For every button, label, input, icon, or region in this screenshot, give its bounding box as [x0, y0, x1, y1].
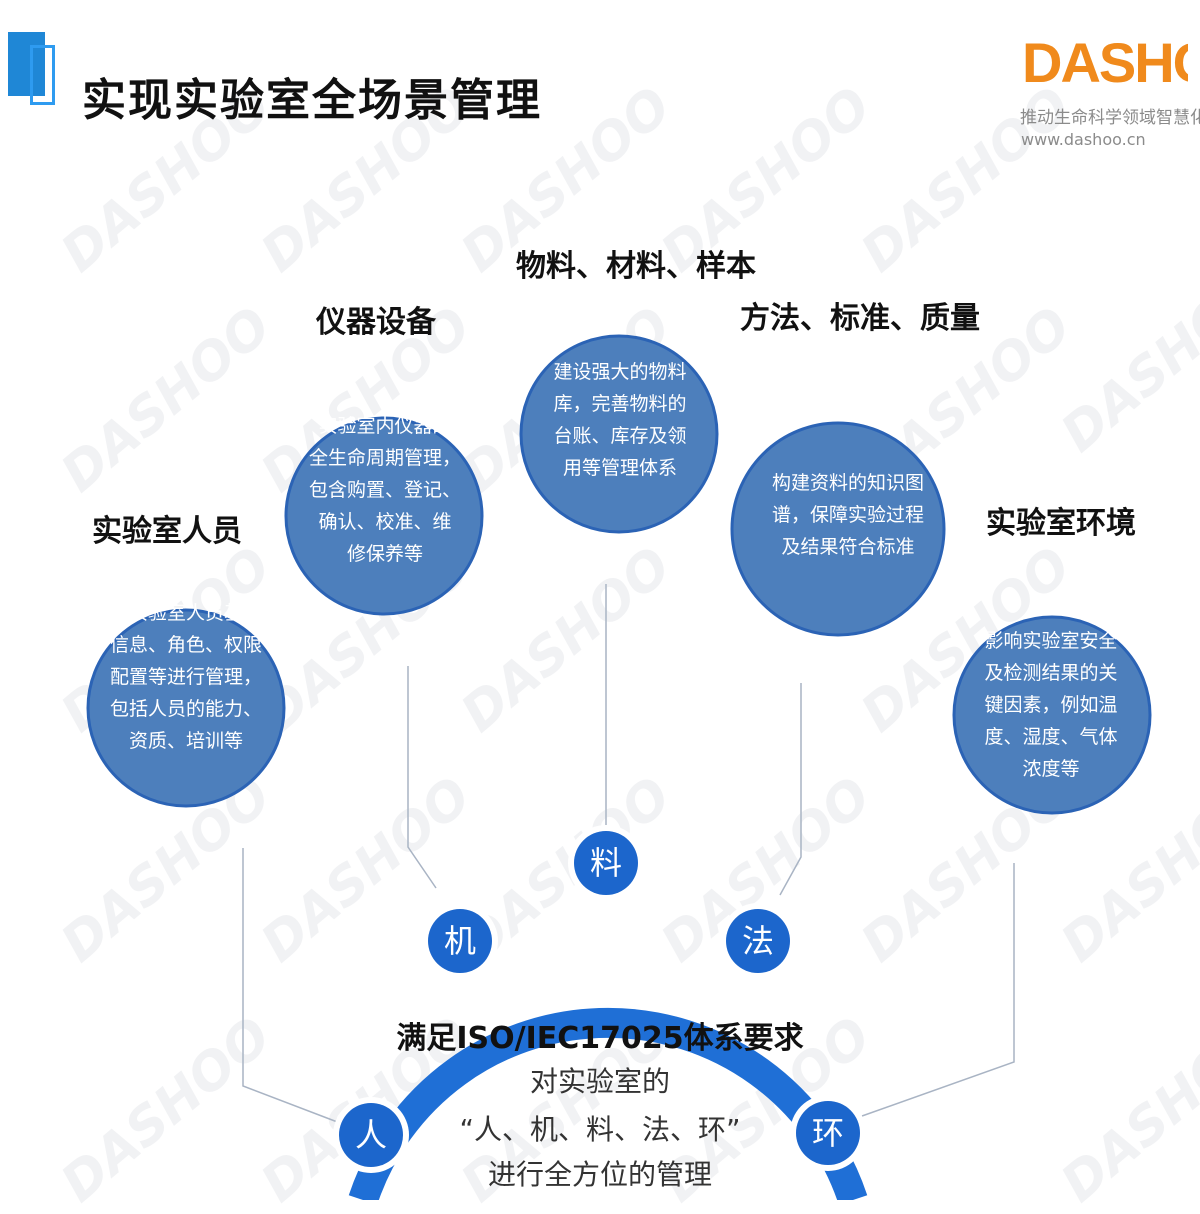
node-environment — [796, 1101, 860, 1165]
title-accent-block — [8, 32, 45, 96]
center-title: 满足ISO/IEC17025体系要求 — [396, 1021, 804, 1056]
node-label-environment: 环 — [811, 1114, 844, 1152]
heading-lab-environment: 实验室环境 — [986, 506, 1136, 541]
node-label-material: 料 — [589, 844, 622, 882]
page-title: 实现实验室全场景管理 — [82, 75, 542, 126]
bubble-people — [86, 608, 286, 808]
bubble-text-personnel: 对实验室人员基本 信息、角色、权限 配置等进行管理， 包括人员的能力、 资质、培… — [109, 602, 262, 752]
node-material — [574, 831, 638, 895]
center-line-3: 进行全方位的管理 — [487, 1158, 712, 1191]
node-machine — [428, 909, 492, 973]
heading-instruments: 仪器设备 — [316, 305, 436, 340]
bubble-environment — [952, 615, 1152, 815]
logo-url: www.dashoo.cn — [1021, 130, 1146, 149]
bubble-machine — [284, 416, 484, 616]
connector-lines — [242, 584, 1015, 1124]
connector-machine — [407, 666, 437, 889]
svg-text:DASHOO: DASHOO — [1022, 31, 1188, 92]
node-label-people: 人 — [354, 1116, 387, 1154]
bubble-method — [730, 421, 946, 637]
bubble-text-materials: 建设强大的物料 库，完善物料的 台账、库存及领 用等管理体系 — [553, 361, 687, 479]
bubble-text-environment: 影响实验室安全 及检测结果的关 键因素，例如温 度、湿度、气体 浓度等 — [984, 630, 1118, 780]
heading-methods: 方法、标准、质量 — [740, 301, 980, 336]
connector-people — [242, 848, 341, 1124]
connector-environment — [861, 863, 1015, 1117]
node-people — [339, 1103, 403, 1167]
node-label-method: 法 — [741, 922, 774, 960]
heading-lab-personnel: 实验室人员 — [92, 514, 242, 549]
bubble-material — [519, 334, 719, 534]
heading-materials: 物料、材料、样本 — [516, 249, 756, 284]
connector-method — [779, 683, 802, 896]
logo-tagline: 推动生命科学领域智慧化发展 — [1020, 108, 1200, 128]
bubble-text-instruments: 实验室内仪器的 全生命周期管理， 包含购置、登记、 确认、校准、维 修保养等 — [308, 415, 461, 565]
title-accent-outline — [30, 45, 55, 105]
center-line-1: 对实验室的 — [529, 1065, 670, 1098]
bubble-text-methods: 构建资料的知识图 谱，保障实验过程 及结果符合标准 — [771, 472, 924, 558]
node-label-machine: 机 — [443, 922, 476, 960]
dashoo-logo: DASHOO — [1022, 31, 1188, 92]
node-method — [726, 909, 790, 973]
center-line-2: “人、机、料、法、环” — [459, 1113, 741, 1146]
